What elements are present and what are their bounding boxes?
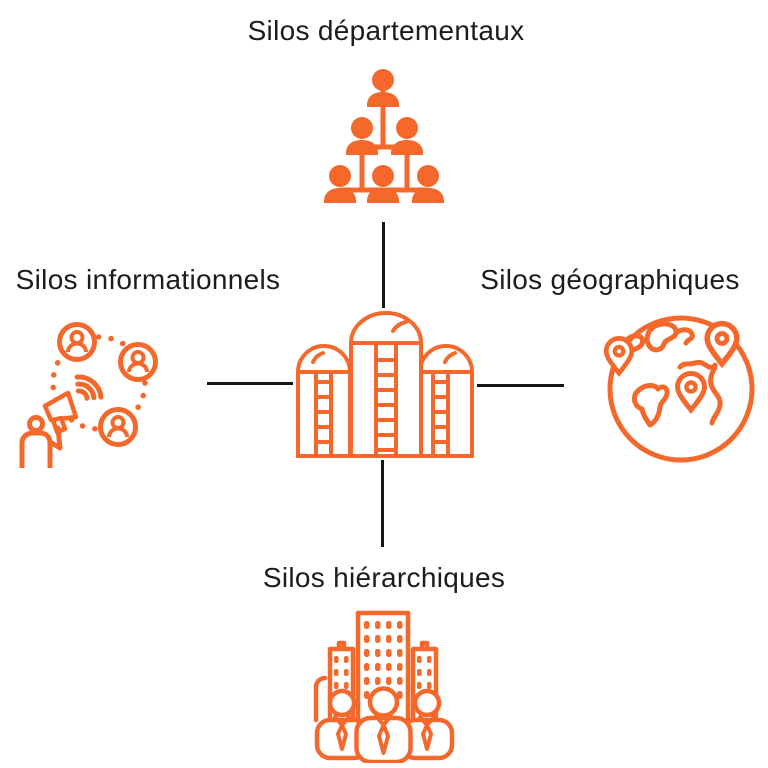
label-silos-geographiques: Silos géographiques xyxy=(480,264,740,295)
buildings-team-icon xyxy=(306,608,466,763)
connector-line-right xyxy=(477,384,564,387)
org-chart-people-icon xyxy=(320,56,448,206)
label-silos-hierarchiques: Silos hiérarchiques xyxy=(262,562,506,593)
globe-location-pins-icon xyxy=(598,315,760,467)
megaphone-network-icon xyxy=(15,312,163,468)
grain-silos-icon xyxy=(293,310,475,458)
label-silos-informationnels: Silos informationnels xyxy=(15,264,281,295)
map-pin-center xyxy=(674,371,708,415)
label-silos-departementaux: Silos départementaux xyxy=(247,15,525,46)
connector-line-bottom xyxy=(381,460,384,547)
connector-line-top xyxy=(382,222,385,308)
connector-line-left xyxy=(207,382,293,385)
map-pin-top-right xyxy=(704,320,740,369)
dotted-network-ring xyxy=(50,334,148,432)
map-pin-left xyxy=(603,336,635,377)
